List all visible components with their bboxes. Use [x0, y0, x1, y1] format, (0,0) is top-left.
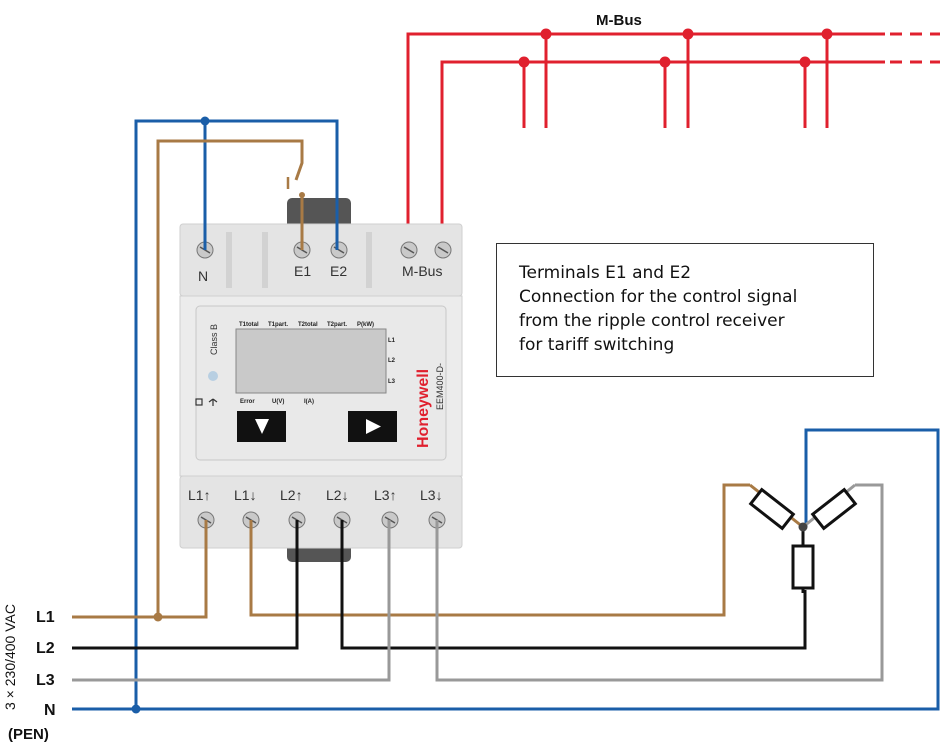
control-switch-circuit	[153, 139, 305, 622]
star-load	[748, 483, 858, 593]
pen-label: (PEN)	[8, 726, 49, 743]
lcd-footer-error: Error	[240, 399, 255, 405]
neutral-junction	[131, 704, 141, 714]
mbus-junction	[540, 28, 552, 40]
brand-logo: Honeywell	[415, 369, 432, 448]
terminal-label-l2-in: L2↑	[280, 487, 303, 503]
double-insulation-icon	[195, 398, 203, 406]
info-box: Terminals E1 and E2 Connection for the c…	[496, 243, 874, 377]
mbus-wiring: M-Bus	[406, 12, 940, 238]
load-resistor	[810, 487, 858, 531]
phase-indicator-l1: L1	[388, 338, 396, 344]
status-led	[208, 371, 218, 381]
terminal-label-e1: E1	[294, 263, 311, 279]
neutral-junction	[200, 116, 210, 126]
star-point	[798, 522, 808, 532]
lcd-header-t2total: T2total	[298, 322, 318, 328]
info-line: Connection for the control signal	[519, 287, 798, 307]
terminal-label-l3-in: L3↑	[374, 487, 397, 503]
star-connection-icon	[208, 398, 218, 406]
terminal-label-l2-out: L2↓	[326, 487, 349, 503]
lcd-header-power: P(kW)	[357, 322, 374, 328]
terminal-screw	[400, 241, 418, 259]
load-resistor	[791, 544, 815, 590]
terminal-label-l1-out: L1↓	[234, 487, 257, 503]
energy-meter: T1total T1part. T2total T2part. P(kW) L1…	[179, 198, 463, 562]
lcd-footer-current: I(A)	[304, 399, 314, 405]
phase-l3-wiring	[72, 483, 884, 682]
supply-line-n: N	[44, 702, 56, 719]
switch-pivot	[299, 192, 305, 198]
supply-line-l2: L2	[36, 640, 55, 657]
lcd-footer-voltage: U(V)	[272, 399, 284, 405]
supply-line-l1: L1	[36, 609, 55, 626]
mbus-junction	[799, 56, 811, 68]
phase-indicator-l3: L3	[388, 379, 396, 385]
phase-l2-wiring	[72, 520, 807, 650]
terminal-label-l3-out: L3↓	[420, 487, 443, 503]
phase-l1-wiring	[72, 483, 750, 619]
play-arrow-icon	[366, 419, 381, 434]
down-arrow-icon	[255, 419, 269, 434]
info-line: from the ripple control receiver	[519, 311, 785, 331]
terminal-screw	[434, 241, 452, 259]
supply-line-l3: L3	[36, 672, 55, 689]
terminal-screw	[330, 241, 348, 259]
lcd-header-t1part: T1part.	[268, 322, 288, 328]
model-label: EEM400-D-	[435, 363, 445, 410]
meter-top-block	[179, 223, 463, 297]
terminal-label-mbus: M-Bus	[402, 263, 442, 279]
mbus-junction	[659, 56, 671, 68]
mbus-junction	[821, 28, 833, 40]
lcd-screen	[235, 328, 387, 394]
load-resistor	[748, 487, 796, 531]
mbus-label: M-Bus	[596, 12, 642, 29]
lcd-header-t2part: T2part.	[327, 322, 347, 328]
terminal-label-l1-in: L1↑	[188, 487, 211, 503]
supply-voltage-label: 3 × 230/400 VAC	[2, 604, 18, 710]
terminal-label-e2: E2	[330, 263, 347, 279]
lcd-header-t1total: T1total	[239, 322, 259, 328]
terminal-label-n: N	[198, 268, 208, 284]
info-line: Terminals E1 and E2	[519, 263, 692, 283]
info-line: for tariff switching	[519, 335, 675, 355]
mbus-junction	[518, 56, 530, 68]
neutral-wiring	[72, 116, 940, 714]
class-label: Class B	[209, 324, 219, 355]
phase-indicator-l2: L2	[388, 358, 396, 364]
mbus-junction	[682, 28, 694, 40]
